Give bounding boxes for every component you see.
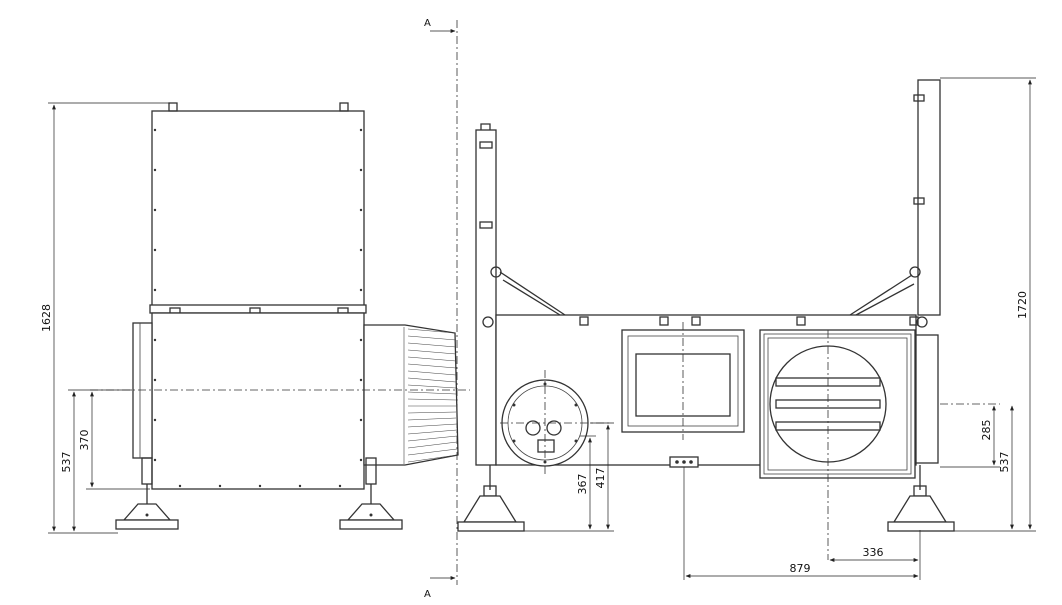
strut-left — [499, 271, 566, 316]
section-label-top: A — [424, 18, 431, 29]
inlet-flange — [132, 322, 153, 459]
section-label-bottom: A — [424, 589, 431, 600]
dimension-labels: 1628 537 370 1720 537 285 367 417 336 87… — [40, 291, 1029, 575]
dim-417: 417 — [594, 468, 607, 489]
side-view — [90, 102, 470, 530]
dim-537-left: 537 — [60, 452, 73, 473]
cowl-fins — [403, 327, 458, 464]
isolator-left — [115, 457, 179, 530]
joint-flange — [149, 304, 367, 314]
dim-537-right: 537 — [998, 452, 1011, 473]
casing-screws — [153, 128, 363, 488]
isolator-front-right — [887, 465, 955, 532]
dimension-lines — [48, 77, 1036, 580]
dim-879: 879 — [790, 562, 811, 575]
dim-1720: 1720 — [1016, 291, 1029, 319]
outlet-frame — [759, 329, 916, 479]
dim-285: 285 — [980, 420, 993, 441]
strut-right — [849, 274, 915, 316]
left-column — [475, 129, 497, 466]
dim-367: 367 — [576, 474, 589, 495]
lifting-lug-right — [339, 102, 349, 112]
inspection-window — [621, 322, 745, 440]
dim-370: 370 — [78, 430, 91, 451]
dim-1628: 1628 — [40, 304, 53, 332]
dim-336: 336 — [863, 546, 884, 559]
section-line: A A — [424, 18, 458, 600]
lifting-lug-left — [168, 102, 178, 112]
fan-cowl — [363, 324, 459, 466]
outlet-flange — [915, 334, 939, 464]
upper-casing — [151, 110, 365, 308]
front-view — [457, 79, 1000, 560]
lower-casing — [151, 312, 365, 490]
isolator-front-left — [457, 465, 525, 532]
isolator-right — [339, 457, 403, 530]
